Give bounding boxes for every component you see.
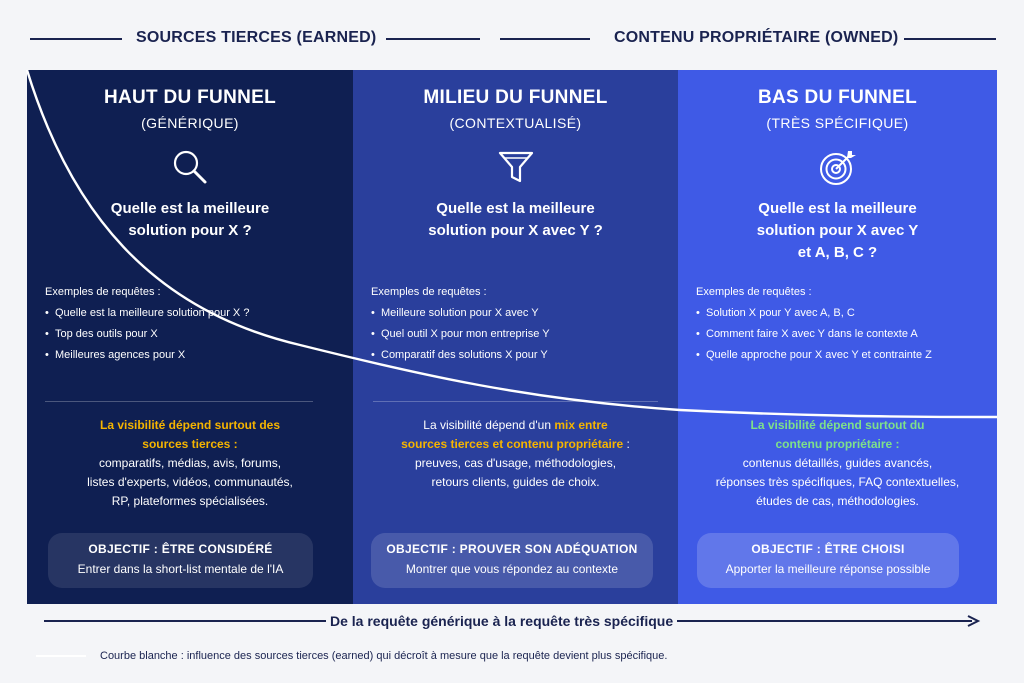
examples-list: Exemples de requêtes : Meilleure solutio…: [371, 286, 664, 370]
list-item: Comparatif des solutions X pour Y: [371, 349, 664, 361]
column-middle-funnel: MILIEU DU FUNNEL (CONTEXTUALISÉ) Quelle …: [353, 70, 678, 604]
legend-swatch: [36, 655, 86, 657]
header-rule: [500, 38, 590, 40]
column-bottom-funnel: BAS DU FUNNEL (TRÈS SPÉCIFIQUE) Quelle e…: [678, 70, 997, 604]
column-question: Quelle est la meilleure solution pour X …: [110, 200, 270, 239]
visibility-text: La visibilité dépend surtout des sources…: [87, 418, 293, 508]
column-subtitle: (TRÈS SPÉCIFIQUE): [766, 115, 909, 131]
examples-list: Exemples de requêtes : Solution X pour Y…: [696, 286, 983, 370]
header-rule: [30, 38, 122, 40]
column-question: Quelle est la meilleure solution pour X …: [428, 200, 603, 239]
separator: [45, 401, 313, 402]
arrow-label: De la requête générique à la requête trè…: [326, 613, 678, 629]
column-subtitle: (CONTEXTUALISÉ): [449, 115, 582, 131]
objective-title: OBJECTIF : PROUVER SON ADÉQUATION: [386, 542, 638, 556]
header-rule: [386, 38, 480, 40]
top-headers: SOURCES TIERCES (EARNED) CONTENU PROPRIÉ…: [0, 0, 1024, 70]
target-icon: [819, 151, 856, 185]
list-item: Comment faire X avec Y dans le contexte …: [696, 328, 983, 340]
column-title: BAS DU FUNNEL: [757, 87, 918, 108]
legend-text: Courbe blanche : influence des sources t…: [100, 650, 668, 662]
objective-subtitle: Apporter la meilleure réponse possible: [725, 562, 931, 576]
examples-heading: Exemples de requêtes :: [45, 286, 161, 298]
funnel-icon: [498, 151, 533, 183]
objective-title: OBJECTIF : ÊTRE CONSIDÉRÉ: [88, 542, 273, 556]
objective-title: OBJECTIF : ÊTRE CHOISI: [751, 542, 905, 556]
visibility-text: La visibilité dépend surtout du contenu …: [715, 418, 960, 508]
magnifier-icon: [173, 150, 207, 184]
objective-pill: OBJECTIF : PROUVER SON ADÉQUATION Montre…: [371, 533, 653, 588]
objective-pill: OBJECTIF : ÊTRE CHOISI Apporter la meill…: [697, 533, 959, 588]
objective-subtitle: Montrer que vous répondez au contexte: [405, 562, 619, 576]
separator: [373, 401, 658, 402]
list-item: Top des outils pour X: [45, 328, 339, 340]
column-title: MILIEU DU FUNNEL: [423, 87, 608, 108]
list-item: Quelle approche pour X avec Y et contrai…: [696, 349, 983, 361]
list-item: Meilleures agences pour X: [45, 349, 339, 361]
examples-heading: Exemples de requêtes :: [371, 286, 487, 298]
objective-pill: OBJECTIF : ÊTRE CONSIDÉRÉ Entrer dans la…: [48, 533, 313, 588]
list-item: Quelle est la meilleure solution pour X …: [45, 307, 339, 319]
column-top-funnel: HAUT DU FUNNEL (GÉNÉRIQUE) Quelle est la…: [27, 70, 353, 604]
examples-list: Exemples de requêtes : Quelle est la mei…: [45, 286, 339, 370]
column-question: Quelle est la meilleure solution pour X …: [756, 200, 919, 261]
objective-subtitle: Entrer dans la short-list mentale de l'I…: [77, 562, 284, 576]
list-item: Solution X pour Y avec A, B, C: [696, 307, 983, 319]
earned-header: SOURCES TIERCES (EARNED): [136, 29, 377, 46]
owned-header: CONTENU PROPRIÉTAIRE (OWNED): [614, 29, 899, 46]
visibility-text: La visibilité dépend d'un mix entre sour…: [401, 418, 630, 489]
list-item: Quel outil X pour mon entreprise Y: [371, 328, 664, 340]
column-title: HAUT DU FUNNEL: [103, 87, 277, 108]
examples-heading: Exemples de requêtes :: [696, 286, 812, 298]
list-item: Meilleure solution pour X avec Y: [371, 307, 664, 319]
header-rule: [904, 38, 996, 40]
column-subtitle: (GÉNÉRIQUE): [141, 115, 239, 131]
